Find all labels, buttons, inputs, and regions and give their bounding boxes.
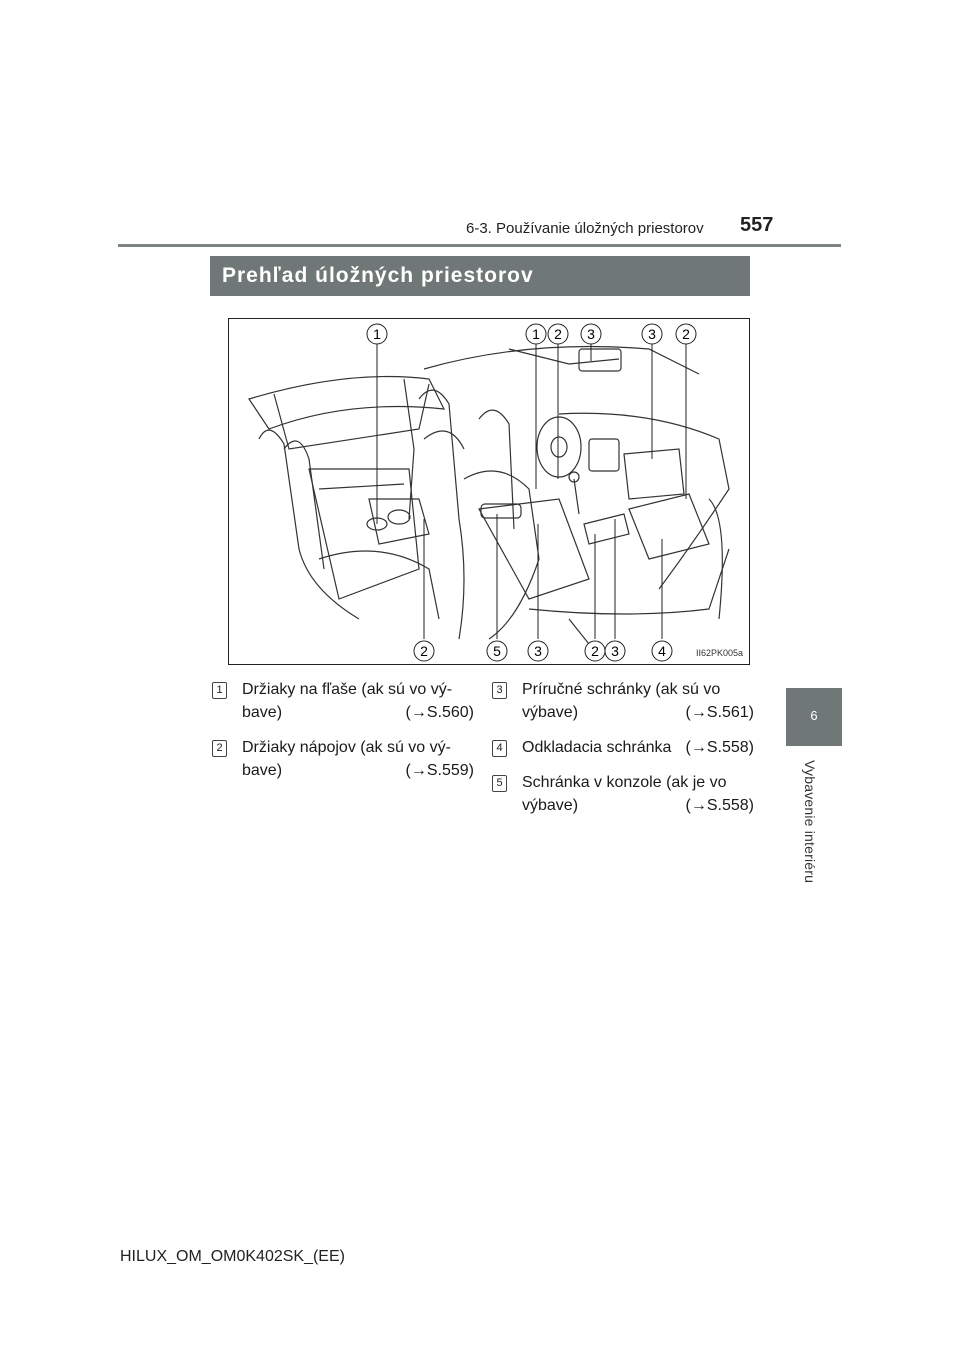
chapter-tab[interactable]: 6 — [786, 688, 842, 746]
car-interior-drawing: 1 1 2 3 3 2 2 5 3 2 3 4 — [248, 323, 730, 662]
legend-text: výbave) — [522, 797, 579, 814]
legend-text: Držiaky na fľaše (ak sú vo vý- — [242, 681, 453, 698]
legend-number: 5 — [492, 775, 507, 792]
page-reference-link[interactable]: (→S.559) — [405, 762, 474, 779]
chapter-title: Vybavenie interiéru — [802, 760, 818, 884]
legend-number: 1 — [212, 682, 227, 699]
callout-label: 2 — [591, 643, 599, 659]
callout-label: 3 — [648, 326, 656, 342]
figure-code: II62PK005a — [695, 648, 743, 658]
header-section-title: 6-3. Používanie úložných priestorov — [466, 220, 704, 237]
page-reference-link[interactable]: (→S.561) — [685, 704, 754, 721]
callout-label: 1 — [532, 326, 540, 342]
page-number: 557 — [740, 214, 774, 236]
legend-text: Držiaky nápojov (ak sú vo vý- — [242, 739, 451, 756]
bottom-callouts: 2 5 3 2 3 4 — [413, 640, 673, 662]
callout-label: 3 — [611, 643, 619, 659]
callout-label: 2 — [420, 643, 428, 659]
legend-item: 1 Držiaky na fľaše (ak sú vo vý- bave) (→… — [212, 678, 474, 724]
legend-item: 2 Držiaky nápojov (ak sú vo vý- bave) (→S… — [212, 736, 474, 782]
callout-label: 3 — [587, 326, 595, 342]
legend-text: bave) — [242, 704, 283, 721]
header-rule — [118, 244, 841, 247]
chapter-number: 6 — [810, 708, 818, 723]
callout-label: 1 — [373, 326, 381, 342]
callout-label: 3 — [534, 643, 542, 659]
legend-text: bave) — [242, 762, 283, 779]
callout-label: 2 — [682, 326, 690, 342]
legend-item: 3 Príručné schránky (ak sú vo výbave) (→S… — [492, 678, 754, 724]
page-reference-link[interactable]: (→S.560) — [405, 704, 474, 721]
section-title: Prehľad úložných priestorov — [210, 256, 750, 296]
page-reference-link[interactable]: (→S.558) — [685, 797, 754, 814]
legend-text: Príručné schránky (ak sú vo — [522, 681, 721, 698]
footer-document-id: HILUX_OM_OM0K402SK_(EE) — [120, 1248, 345, 1265]
callout-label: 5 — [493, 643, 501, 659]
legend-item: 5 Schránka v konzole (ak je vo výbave) (→… — [492, 771, 754, 817]
callout-label: 2 — [554, 326, 562, 342]
legend-text: Schránka v konzole (ak je vo — [522, 774, 727, 791]
legend-column-left: 1 Držiaky na fľaše (ak sú vo vý- bave) (→… — [212, 678, 474, 794]
legend-item: 4 Odkladacia schránka (→S.558) — [492, 736, 754, 759]
legend-text: Odkladacia schránka — [522, 739, 672, 756]
legend-number: 4 — [492, 740, 507, 757]
interior-illustration: 1 1 2 3 3 2 2 5 3 2 3 4 II62PK005a — [228, 318, 750, 665]
page-reference-link[interactable]: (→S.558) — [685, 739, 754, 756]
legend-number: 2 — [212, 740, 227, 757]
legend-text: výbave) — [522, 704, 579, 721]
legend-number: 3 — [492, 682, 507, 699]
legend-column-right: 3 Príručné schránky (ak sú vo výbave) (→S… — [492, 678, 754, 829]
callout-label: 4 — [658, 643, 666, 659]
top-callouts: 1 1 2 3 3 2 — [366, 323, 697, 345]
